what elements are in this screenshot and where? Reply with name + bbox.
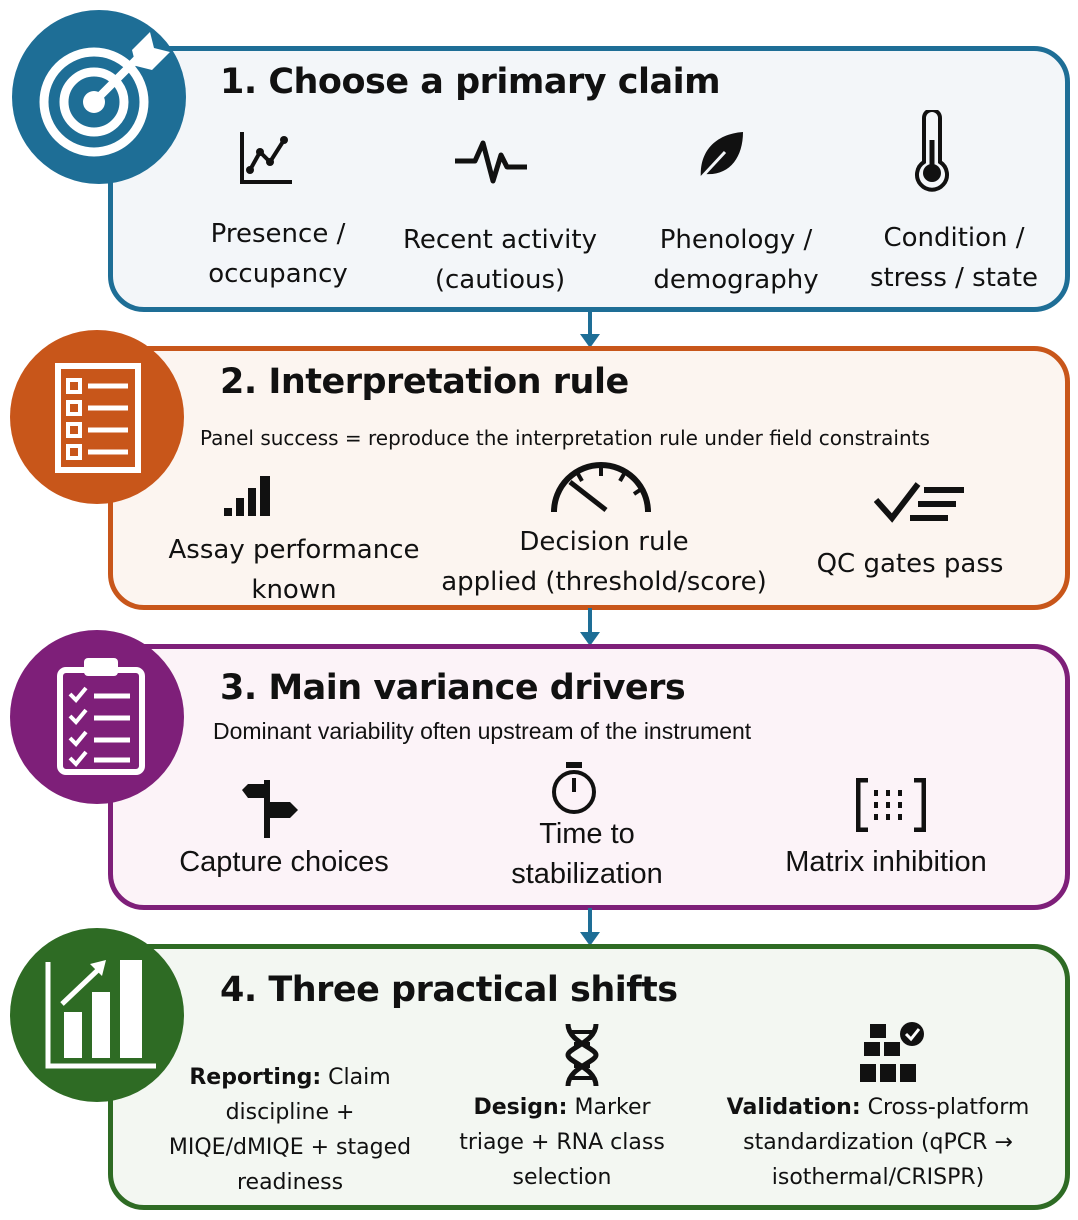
clipboard-icon (57, 658, 145, 775)
target-arrow-icon (39, 32, 170, 157)
claim-recent-activity: Recent activity(cautious) (403, 225, 597, 295)
step1-panel (108, 46, 1070, 312)
pulse-icon (455, 140, 527, 184)
qc-gates-label: QC gates pass (816, 549, 1004, 579)
matrix-inhibition-label: Matrix inhibition (785, 846, 987, 878)
step3-subtitle: Dominant variability often upstream of t… (213, 718, 752, 744)
connector-arrow (580, 608, 600, 646)
checklist-icon (55, 363, 141, 473)
gauge-icon (551, 462, 651, 513)
step3-badge (10, 630, 184, 804)
leaf-icon (697, 132, 743, 182)
line-chart-icon (240, 132, 292, 184)
step4-badge (10, 928, 184, 1102)
shift-validation: Validation: Cross-platform standardizati… (726, 1095, 1030, 1190)
step1-badge (12, 10, 186, 184)
boxes-check-icon (860, 1022, 924, 1082)
signpost-icon (242, 780, 298, 838)
step1-title: 1. Choose a primary claim (220, 62, 721, 102)
shift-reporting: Reporting: Claim discipline + MIQE/dMIQE… (168, 1065, 412, 1195)
connector-arrow (580, 908, 600, 946)
step2-subtitle: Panel success = reproduce the interpreta… (200, 426, 930, 450)
stopwatch-icon (552, 762, 596, 814)
claim-condition: Condition /stress / state (869, 223, 1039, 293)
claim-presence: Presence /occupancy (208, 219, 348, 289)
thermometer-icon (915, 110, 949, 192)
bar-chart-up-icon (45, 960, 156, 1069)
signal-bars-icon (224, 476, 270, 516)
step3-title: 3. Main variance drivers (220, 668, 686, 708)
step4-title: 4. Three practical shifts (220, 970, 678, 1010)
dna-icon (565, 1023, 599, 1087)
claim-phenology: Phenology /demography (653, 225, 819, 295)
step2-badge (10, 330, 184, 504)
connector-arrow (580, 310, 600, 348)
shift-design: Design: Marker triage + RNA class select… (459, 1095, 665, 1190)
capture-choices-label: Capture choices (179, 846, 389, 878)
checkmark-lines-icon (874, 482, 964, 523)
matrix-bracket-icon (856, 778, 926, 832)
step2-title: 2. Interpretation rule (220, 362, 629, 402)
